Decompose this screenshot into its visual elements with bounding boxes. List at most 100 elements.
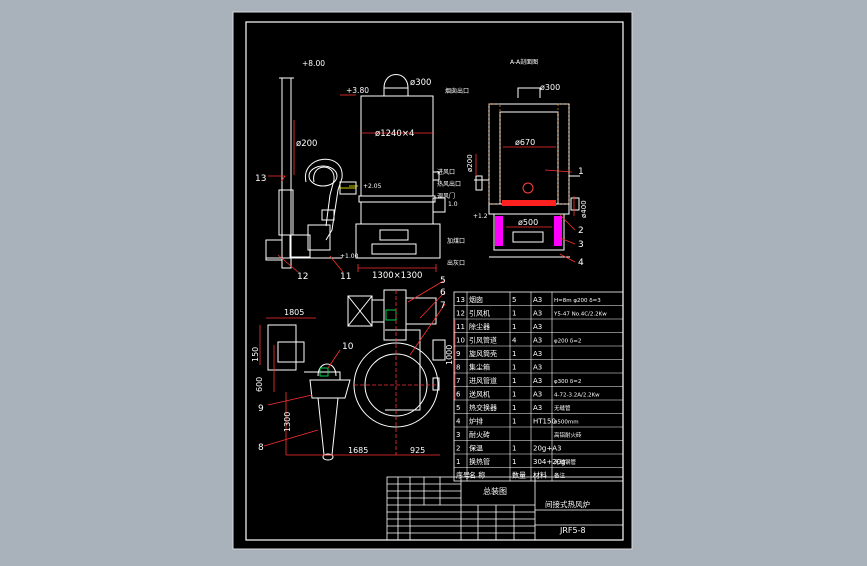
parts-row-13-qty: 5	[512, 296, 516, 304]
val-a: 1.0	[448, 201, 458, 208]
plan-tag-9: 9	[258, 404, 264, 414]
parts-row-4-name: 炉排	[469, 417, 483, 426]
elevation-hatching	[340, 185, 358, 189]
elevation-leaders	[268, 175, 344, 273]
parts-row-11-no: 11	[456, 323, 465, 331]
base-dim: 1300×1300	[372, 271, 422, 281]
drawing-title: 总装图	[483, 486, 507, 496]
elevation-dimensions	[293, 94, 437, 272]
parts-row-4-qty: 1	[512, 418, 516, 426]
parts-row-11-qty: 1	[512, 323, 516, 331]
dia-chimney: ø200	[296, 139, 317, 149]
parts-row-12-qty: 1	[512, 310, 516, 318]
section-tag-4: 4	[578, 258, 584, 268]
drawing-code: JRF5-8	[559, 526, 586, 535]
parts-row-12-name: 引风机	[469, 309, 490, 318]
section-tag-1: 1	[578, 167, 584, 177]
parts-row-7-note: φ300 δ=2	[554, 379, 581, 385]
parts-row-1-name: 换热管	[469, 457, 490, 466]
label-mid1: 热风出口	[437, 180, 461, 188]
parts-row-13-mat: A3	[533, 296, 542, 304]
plan-dim-1685: 1685	[348, 446, 368, 455]
section-title: A-A剖面图	[510, 58, 538, 66]
label-low1: 加煤口	[447, 237, 465, 245]
parts-row-1-no: 1	[456, 458, 460, 466]
parts-row-13-note: H=8m φ200 δ=3	[554, 298, 601, 304]
parts-row-9-mat: A3	[533, 350, 542, 358]
section-text: A-A剖面图 ø300 ø670 ø500 ø200 ø400 +1.2 1 2…	[466, 58, 588, 268]
section-tag-2: 2	[578, 226, 584, 236]
parts-row-2-qty: 1	[512, 445, 516, 453]
parts-row-5-mat: A3	[533, 404, 542, 412]
parts-row-9-name: 旋风筒壳	[469, 349, 497, 358]
level-a: +2.05	[363, 183, 382, 190]
parts-row-2-no: 2	[456, 445, 460, 453]
plan-dim-925: 925	[410, 446, 425, 455]
parts-row-10-mat: A3	[533, 337, 542, 345]
parts-row-6-qty: 1	[512, 391, 516, 399]
dia-body: ø1240×4	[375, 129, 414, 139]
parts-row-5-name: 热交换器	[469, 403, 497, 412]
parts-row-9-qty: 1	[512, 350, 516, 358]
dia-top: ø300	[410, 78, 431, 88]
part-tag-13: 13	[255, 174, 266, 184]
plan-tag-5: 5	[440, 276, 446, 286]
parts-row-1-qty: 1	[512, 458, 516, 466]
label-left: 进风口	[437, 168, 455, 176]
level-mid: +3.80	[346, 86, 369, 95]
parts-row-6-mat: A3	[533, 391, 542, 399]
plan-tag-8: 8	[258, 443, 264, 453]
parts-header-qty: 数量	[512, 471, 526, 480]
parts-row-12-mat: A3	[533, 310, 542, 318]
parts-header-note: 备注	[554, 472, 566, 480]
parts-row-13-no: 13	[456, 296, 465, 304]
section-h-right: ø400	[580, 200, 588, 218]
parts-row-7-qty: 1	[512, 377, 516, 385]
parts-row-8-name: 集尘箱	[469, 363, 490, 372]
parts-row-9-no: 9	[456, 350, 460, 358]
parts-row-8-mat: A3	[533, 364, 542, 372]
parts-row-4-mat: HT150	[533, 418, 556, 426]
parts-row-2-mat: 20g+A3	[533, 445, 561, 453]
section-brick	[488, 103, 570, 205]
drawing-sheet	[232, 11, 633, 550]
plan-dim-1805: 1805	[284, 308, 304, 317]
parts-row-11-mat: A3	[533, 323, 542, 331]
parts-header-name: 名 称	[469, 471, 485, 480]
parts-row-13-name: 烟囱	[469, 295, 483, 304]
parts-row-8-qty: 1	[512, 364, 516, 372]
plan-text: 1805 150 600 1300 1685 925 1000 5 6 7 8 …	[251, 276, 454, 455]
parts-header-no: 序号	[456, 471, 470, 480]
plan-dim-1000: 1000	[445, 345, 454, 365]
plan-tag-6: 6	[440, 288, 446, 298]
section-grate	[495, 182, 562, 246]
section-dia-grate: ø500	[518, 218, 538, 227]
section-tag-3: 3	[578, 240, 584, 250]
parts-row-3-no: 3	[456, 431, 460, 439]
plan-dim-600: 600	[255, 377, 264, 392]
section-dia-top: ø300	[540, 83, 560, 92]
parts-row-10-name: 引风管道	[469, 336, 497, 345]
plan-dim-150: 150	[251, 347, 260, 362]
parts-row-4-note: ø500mm	[554, 420, 579, 426]
section-dimensions	[475, 146, 576, 263]
parts-row-7-mat: A3	[533, 377, 542, 385]
plan-dim-1300: 1300	[283, 412, 292, 432]
parts-row-5-note: 无缝管	[554, 404, 571, 412]
title-block-text: 总装图 间接式热风炉 JRF5-8	[483, 486, 590, 535]
parts-row-3-note: 高铝耐火砖	[554, 431, 582, 439]
section-level: +1.2	[473, 213, 488, 220]
parts-row-10-note: φ200 δ=2	[554, 339, 581, 345]
parts-row-7-name: 进风管道	[469, 376, 497, 385]
parts-row-4-no: 4	[456, 418, 461, 426]
parts-row-12-note: Y5-47 No.4C/2.2Kw	[553, 312, 607, 318]
elevation-text: +8.00 +3.80 +2.05 +1.00 ø200 ø300 ø1240×…	[255, 59, 469, 282]
label-mid2: 调风门	[437, 192, 455, 200]
part-tag-11: 11	[340, 272, 351, 282]
parts-row-2-name: 保温	[469, 444, 483, 453]
parts-row-6-note: 4-72-3.2A/2.2Kw	[554, 393, 600, 399]
parts-row-1-note: 无缝钢管	[554, 458, 577, 466]
